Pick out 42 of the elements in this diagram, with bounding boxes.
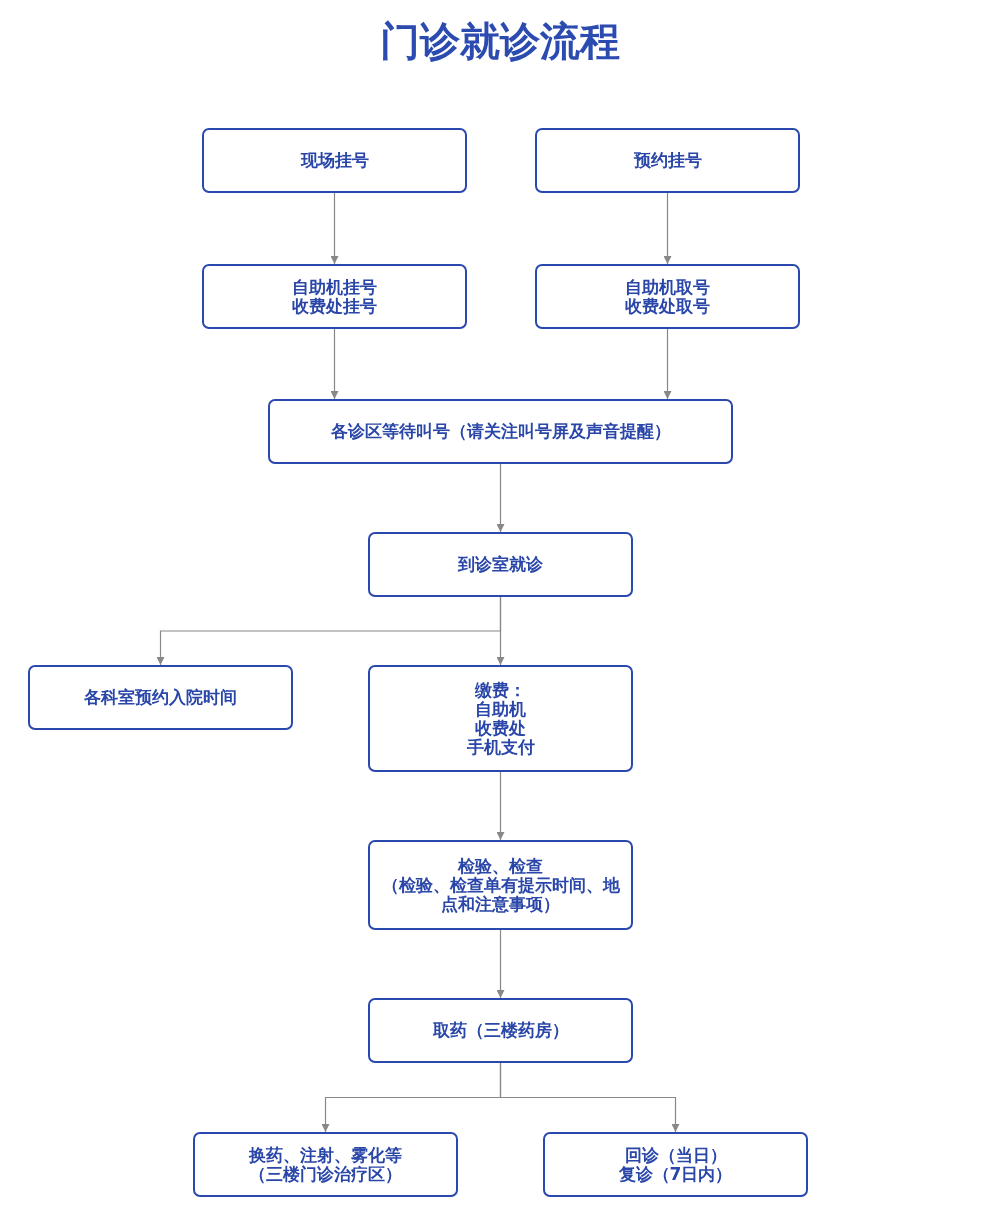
node-label: 各诊区等待叫号（请关注叫号屏及声音提醒） — [330, 422, 671, 441]
arrow — [496, 771, 505, 841]
process-box — [543, 1132, 808, 1197]
node-label: 自助机取号 — [625, 277, 710, 297]
arrow — [496, 929, 505, 999]
process-box — [268, 399, 733, 464]
process-box — [202, 128, 467, 193]
diagram-title: 门诊就诊流程 — [379, 17, 621, 66]
node-label: 预约挂号 — [633, 151, 702, 170]
node-label: 换药、注射、雾化等 — [249, 1145, 402, 1165]
node-label: （检验、检查单有提示时间、地点和注意事项） — [380, 875, 621, 914]
node-label: 手机支付 — [466, 737, 535, 757]
node-label: 收费处取号 — [625, 296, 710, 316]
process-box — [193, 1132, 458, 1197]
node-label: 检验、检查 — [458, 856, 543, 876]
arrow — [496, 463, 505, 533]
arrow — [499, 1062, 680, 1133]
node-label: 自助机挂号 — [292, 277, 377, 297]
process-box — [368, 998, 633, 1063]
process-box — [368, 665, 633, 772]
node-label: 现场挂号 — [300, 151, 369, 170]
process-box — [368, 532, 633, 597]
process-box — [535, 264, 800, 329]
node-label: 收费处挂号 — [292, 296, 377, 316]
process-box — [368, 840, 633, 930]
arrow — [330, 192, 339, 265]
arrow — [330, 328, 339, 400]
node-label: 缴费： — [475, 680, 526, 700]
node-label: 取药（三楼药房） — [432, 1021, 569, 1040]
arrow — [496, 596, 505, 666]
node-label: 到诊室就诊 — [458, 555, 543, 574]
node-label: 自助机 — [475, 699, 526, 719]
node-label: 复诊（7日内） — [618, 1164, 733, 1184]
node-label: 回诊（当日） — [624, 1145, 727, 1165]
node-label: 收费处 — [475, 718, 526, 738]
process-box — [28, 665, 293, 730]
process-box — [202, 264, 467, 329]
arrow — [663, 192, 672, 265]
node-label: （三楼门诊治疗区） — [249, 1164, 402, 1184]
node-label: 各科室预约入院时间 — [84, 688, 237, 707]
arrow — [663, 328, 672, 400]
process-box — [535, 128, 800, 193]
